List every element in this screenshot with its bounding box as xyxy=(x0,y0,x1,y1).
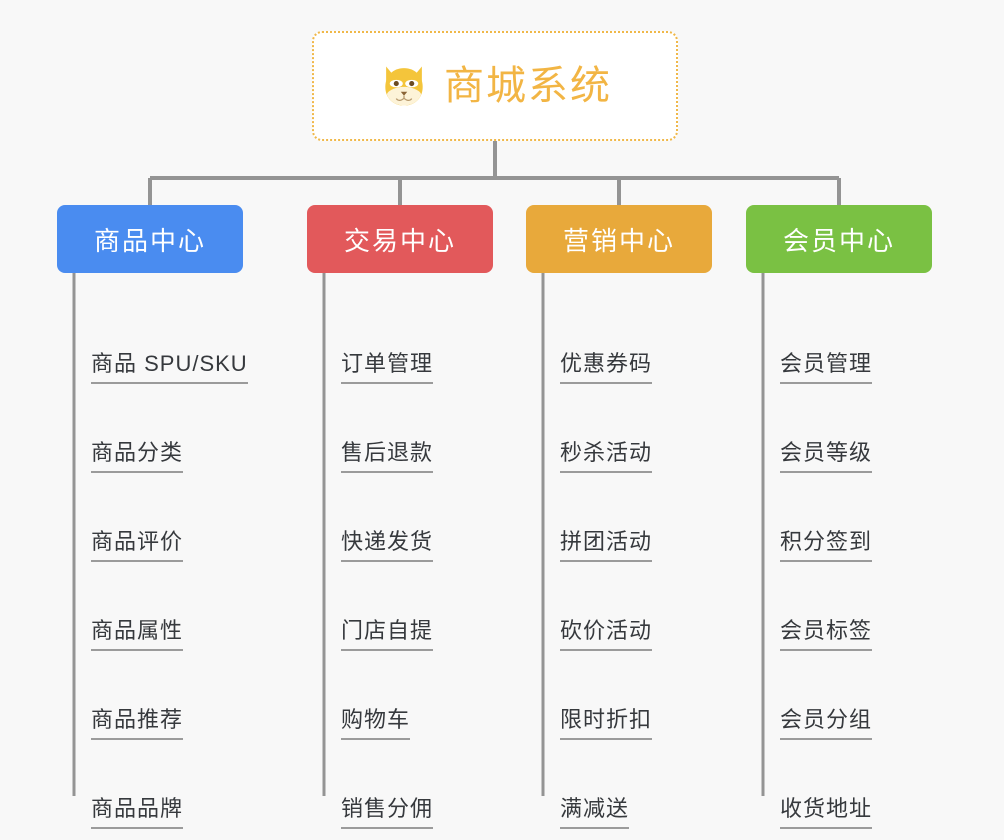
leaf-item[interactable]: 收货地址 xyxy=(746,740,932,829)
leaf-label: 会员标签 xyxy=(780,618,873,651)
leaf-item[interactable]: 商品属性 xyxy=(57,562,243,651)
leaf-list-marketing: 优惠券码 秒杀活动 拼团活动 砍价活动 限时折扣 满减送 xyxy=(526,295,712,829)
branch-header-product[interactable]: 商品中心 xyxy=(57,205,243,273)
branch-header-member[interactable]: 会员中心 xyxy=(746,205,932,273)
leaf-label: 商品分类 xyxy=(91,440,184,473)
leaf-label: 门店自提 xyxy=(341,618,434,651)
shiba-dog-face-icon xyxy=(385,66,423,106)
leaf-label: 销售分佣 xyxy=(341,796,434,829)
leaf-item[interactable]: 满减送 xyxy=(526,740,712,829)
leaf-item[interactable]: 会员等级 xyxy=(746,384,932,473)
leaf-item[interactable]: 会员标签 xyxy=(746,562,932,651)
branch-column-member: 会员中心 会员管理 会员等级 积分签到 会员标签 会员分组 收货地址 xyxy=(746,205,932,829)
leaf-label: 商品推荐 xyxy=(91,707,184,740)
leaf-label: 积分签到 xyxy=(780,529,873,562)
leaf-label: 满减送 xyxy=(560,796,630,829)
leaf-item[interactable]: 会员分组 xyxy=(746,651,932,740)
leaf-label: 收货地址 xyxy=(780,796,873,829)
leaf-item[interactable]: 销售分佣 xyxy=(307,740,493,829)
leaf-item[interactable]: 秒杀活动 xyxy=(526,384,712,473)
leaf-item[interactable]: 会员管理 xyxy=(746,295,932,384)
leaf-label: 会员管理 xyxy=(780,351,873,384)
leaf-label: 秒杀活动 xyxy=(560,440,653,473)
leaf-item[interactable]: 限时折扣 xyxy=(526,651,712,740)
leaf-label: 商品属性 xyxy=(91,618,184,651)
leaf-list-member: 会员管理 会员等级 积分签到 会员标签 会员分组 收货地址 xyxy=(746,295,932,829)
leaf-list-product: 商品 SPU/SKU 商品分类 商品评价 商品属性 商品推荐 商品品牌 xyxy=(57,295,248,829)
leaf-label: 限时折扣 xyxy=(560,707,653,740)
leaf-label: 会员分组 xyxy=(780,707,873,740)
leaf-label: 优惠券码 xyxy=(560,351,653,384)
branch-header-trade[interactable]: 交易中心 xyxy=(307,205,493,273)
leaf-item[interactable]: 商品评价 xyxy=(57,473,243,562)
branch-column-trade: 交易中心 订单管理 售后退款 快递发货 门店自提 购物车 销售分佣 xyxy=(307,205,493,829)
leaf-item[interactable]: 拼团活动 xyxy=(526,473,712,562)
leaf-label: 购物车 xyxy=(341,707,411,740)
leaf-label: 商品评价 xyxy=(91,529,184,562)
leaf-item[interactable]: 商品品牌 xyxy=(57,740,243,829)
branch-header-marketing[interactable]: 营销中心 xyxy=(526,205,712,273)
leaf-item[interactable]: 积分签到 xyxy=(746,473,932,562)
branch-column-product: 商品中心 商品 SPU/SKU 商品分类 商品评价 商品属性 商品推荐 商品品牌 xyxy=(57,205,248,829)
leaf-label: 拼团活动 xyxy=(560,529,653,562)
branch-column-marketing: 营销中心 优惠券码 秒杀活动 拼团活动 砍价活动 限时折扣 满减送 xyxy=(526,205,712,829)
leaf-label: 快递发货 xyxy=(341,529,434,562)
leaf-label: 会员等级 xyxy=(780,440,873,473)
leaf-list-trade: 订单管理 售后退款 快递发货 门店自提 购物车 销售分佣 xyxy=(307,295,493,829)
leaf-label: 商品 SPU/SKU xyxy=(91,351,248,384)
leaf-item[interactable]: 商品分类 xyxy=(57,384,243,473)
leaf-item[interactable]: 购物车 xyxy=(307,651,493,740)
root-node[interactable]: 商城系统 xyxy=(312,31,678,141)
root-title: 商城系统 xyxy=(444,64,612,108)
leaf-label: 砍价活动 xyxy=(560,618,653,651)
leaf-item[interactable]: 优惠券码 xyxy=(526,295,712,384)
leaf-item[interactable]: 砍价活动 xyxy=(526,562,712,651)
leaf-label: 商品品牌 xyxy=(91,796,184,829)
leaf-item[interactable]: 门店自提 xyxy=(307,562,493,651)
leaf-item[interactable]: 快递发货 xyxy=(307,473,493,562)
leaf-item[interactable]: 订单管理 xyxy=(307,295,493,384)
leaf-label: 售后退款 xyxy=(341,440,434,473)
leaf-label: 订单管理 xyxy=(341,351,434,384)
leaf-item[interactable]: 售后退款 xyxy=(307,384,493,473)
leaf-item[interactable]: 商品 SPU/SKU xyxy=(57,295,248,384)
leaf-item[interactable]: 商品推荐 xyxy=(57,651,243,740)
